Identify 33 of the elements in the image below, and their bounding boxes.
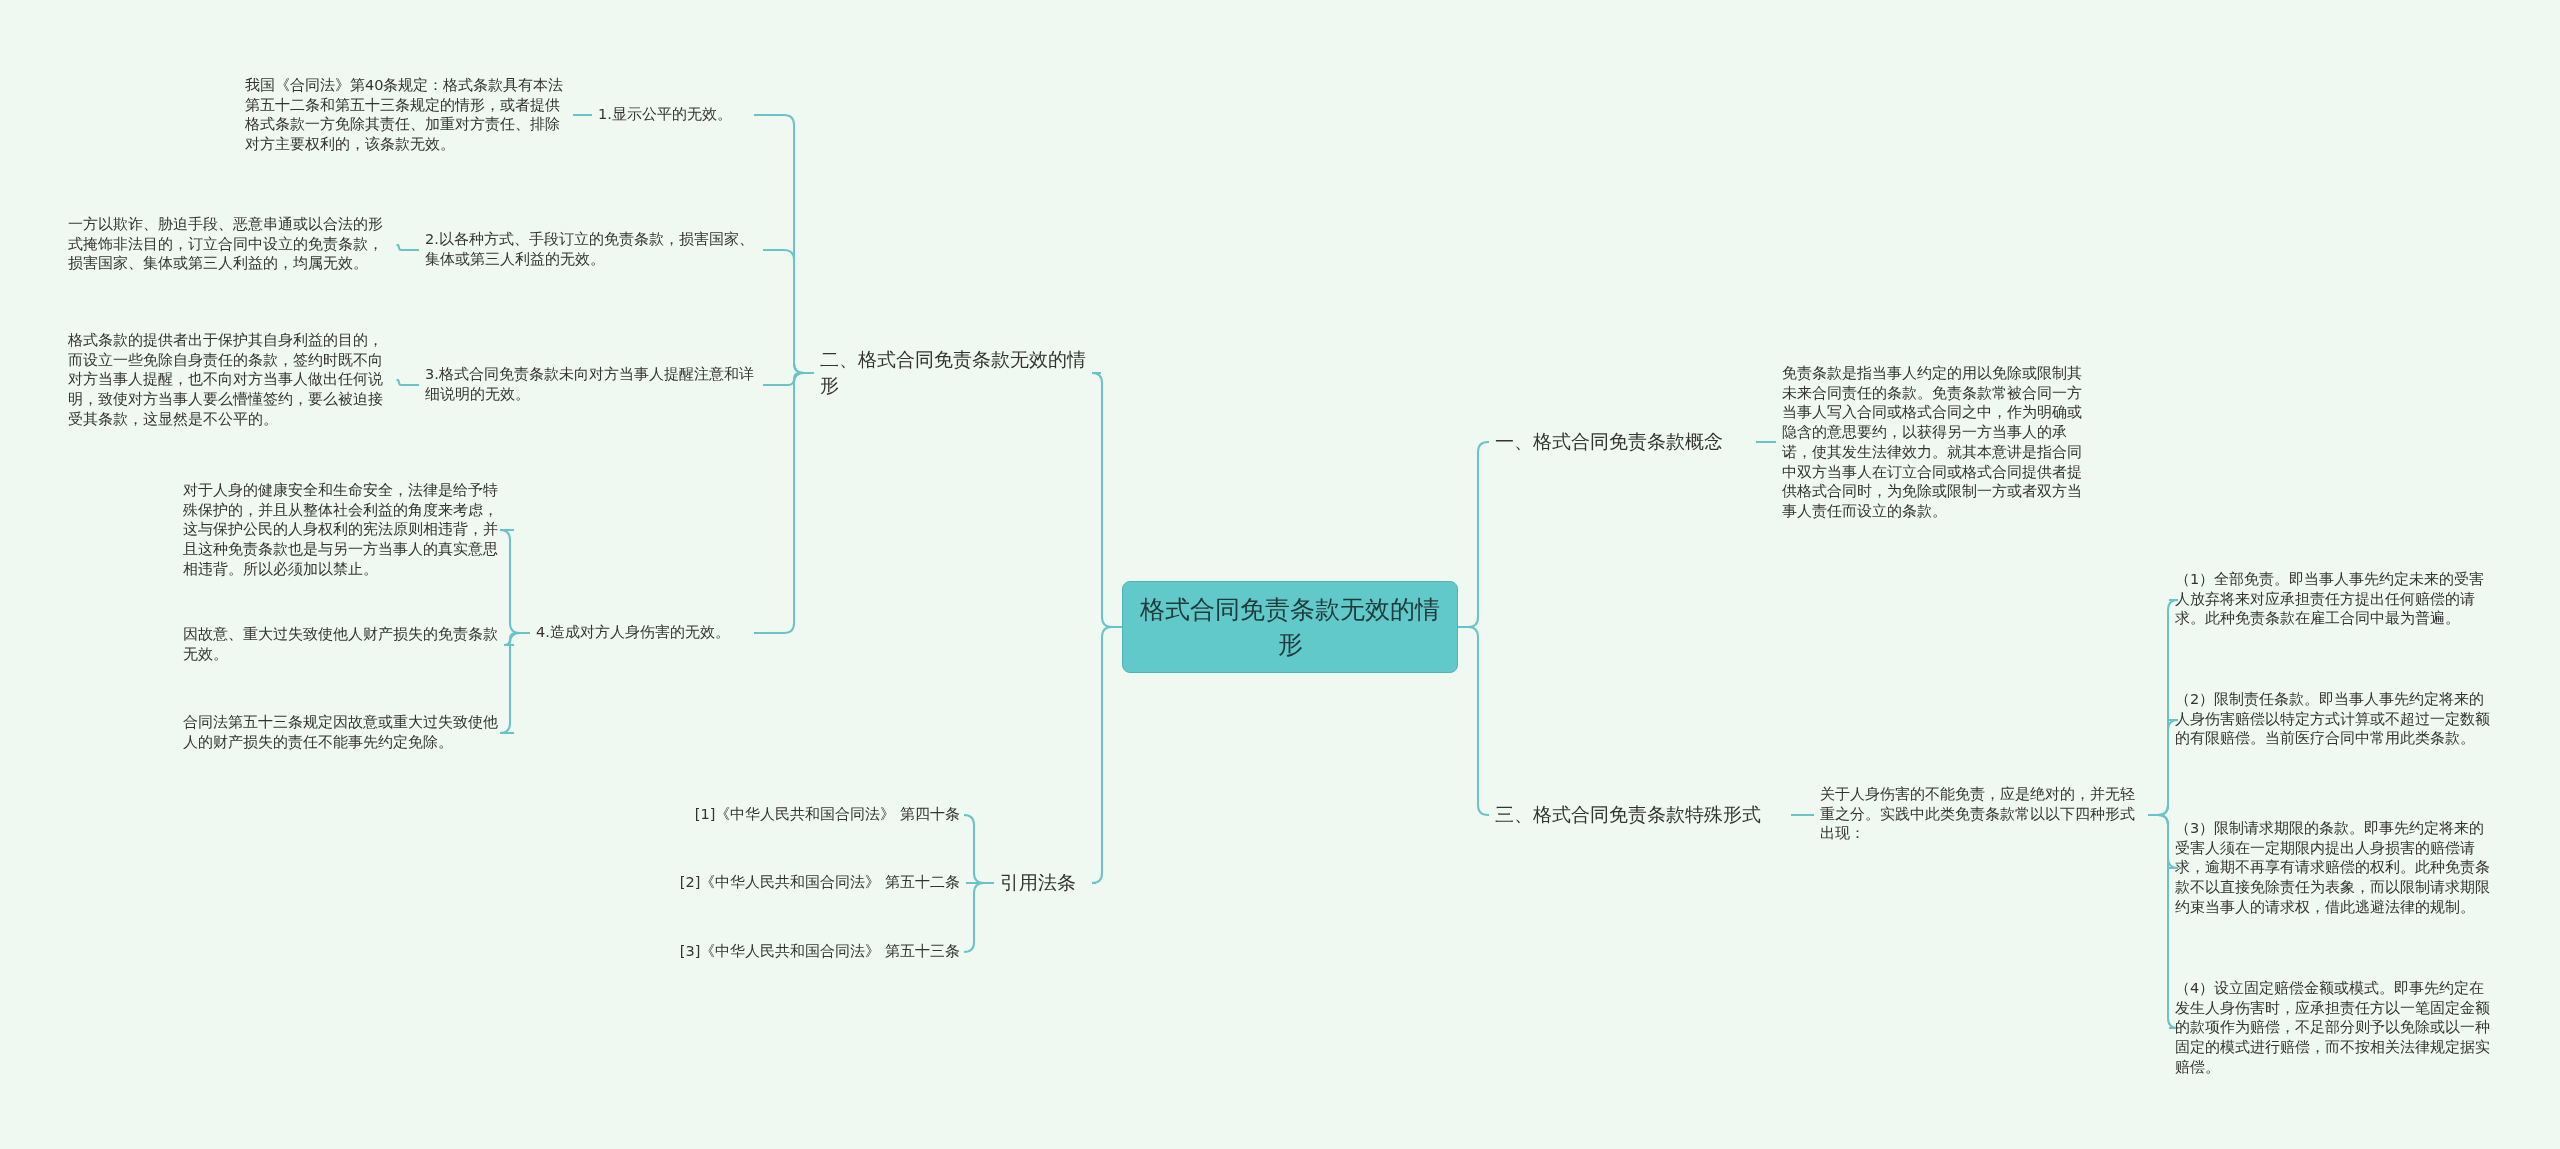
- subtopic-text: （1）全部免责。即当事人事先约定未来的受害人放弃将来对应承担责任方提出任何赔偿的请求。此种免责条款在雇工合同中最为普遍。: [2175, 570, 2497, 630]
- subtopic-text: 因故意、重大过失致使他人财产损失的免责条款无效。: [183, 625, 508, 665]
- subtopic-text: 4.造成对方人身伤害的无效。: [536, 623, 748, 643]
- connector-line: [1755, 441, 1777, 443]
- branch-topic-label: 一、格式合同免责条款概念: [1495, 429, 1750, 455]
- subtopic-text: [2]《中华人民共和国合同法》 第五十二条: [660, 873, 960, 893]
- connector-line: [1790, 814, 1815, 816]
- subtopic-text: 1.显示公平的无效。: [598, 105, 748, 125]
- branch-topic-label: 引用法条: [1000, 870, 1090, 896]
- subtopic-text: （2）限制责任条款。即当事人事先约定将来的人身伤害赔偿以特定方式计算或不超过一定数额的有限赔偿。当前医疗合同中常用此类条款。: [2175, 690, 2497, 750]
- subtopic-text: 一方以欺诈、胁迫手段、恶意串通或以合法的形式掩饰非法目的，订立合同中设立的免责条款，损害国家、集体或第三人利益的，均属无效。: [68, 215, 393, 275]
- subtopic-text: 对于人身的健康安全和生命安全，法律是给予特殊保护的，并且从整体社会利益的角度来考虑，这与保护公民的人身权利的宪法原则相违背，并且这种免责条款也是与另一方当事人的真实意思相违背。所以必须加以禁止。: [183, 480, 508, 580]
- subtopic-text: 合同法第五十三条规定因故意或重大过失致使他人的财产损失的责任不能事先约定免除。: [183, 713, 508, 753]
- central-topic-box: 格式合同免责条款无效的情形: [1122, 581, 1458, 673]
- connector-line: [572, 114, 593, 116]
- subtopic-text: 格式条款的提供者出于保护其自身利益的目的，而设立一些免除自身责任的条款，签约时既不向对方当事人提醒，也不向对方当事人做出任何说明，致使对方当事人要么懵懂签约，要么被迫接受其条款，这显然是不公平的。: [68, 330, 393, 430]
- subtopic-text: （3）限制请求期限的条款。即事先约定将来的受害人须在一定期限内提出人身损害的赔偿请求，逾期不再享有请求赔偿的权利。此种免责条款不以直接免除责任为表象，而以限制请求期限约束当事人的请求权，借此逃避法律的规制。: [2175, 818, 2497, 918]
- subtopic-text: （4）设立固定赔偿金额或模式。即事先约定在发生人身伤害时，应承担责任方以一笔固定金额的款项作为赔偿，不足部分则予以免除或以一种固定的模式进行赔偿，而不按相关法律规定据实赔偿。: [2175, 978, 2497, 1078]
- connector-line: [963, 882, 995, 953]
- subtopic-text: 免责条款是指当事人约定的用以免除或限制其未来合同责任的条款。免责条款常被合同一方当事人写入合同或格式合同之中，作为明确或隐含的意思要约，以获得另一方当事人的承诺，使其发生法律效力。就其本意讲是指合同中双方当事人在订立合同或格式合同提供者提供格式合同时，为免除或限制一方或者双方当事人责任而设立的条款。: [1782, 364, 2094, 522]
- branch-topic-label: 二、格式合同免责条款无效的情形: [820, 347, 1095, 399]
- connector-line: [395, 244, 420, 251]
- branch-topic-label: 三、格式合同免责条款特殊形式: [1495, 802, 1785, 828]
- connector-line: [395, 379, 420, 386]
- subtopic-text: 关于人身伤害的不能免责，应是绝对的，并无轻重之分。实践中此类免责条款常以以下四种形式出现：: [1820, 785, 2142, 845]
- connector-line: [1091, 626, 1123, 884]
- subtopic-text: [3]《中华人民共和国合同法》 第五十三条: [660, 942, 960, 962]
- subtopic-text: [1]《中华人民共和国合同法》 第四十条: [660, 805, 960, 825]
- subtopic-text: 3.格式合同免责条款未向对方当事人提醒注意和详细说明的无效。: [425, 365, 757, 405]
- connector-line: [1457, 626, 1490, 816]
- subtopic-text: 2.以各种方式、手段订立的免责条款，损害国家、集体或第三人利益的无效。: [425, 230, 757, 270]
- connector-line: [753, 372, 815, 634]
- subtopic-text: 我国《合同法》第40条规定：格式条款具有本法第五十二条和第五十三条规定的情形，或者提供格式条款一方免除其责任、加重对方责任、排除对方主要权利的，该条款无效。: [245, 75, 567, 155]
